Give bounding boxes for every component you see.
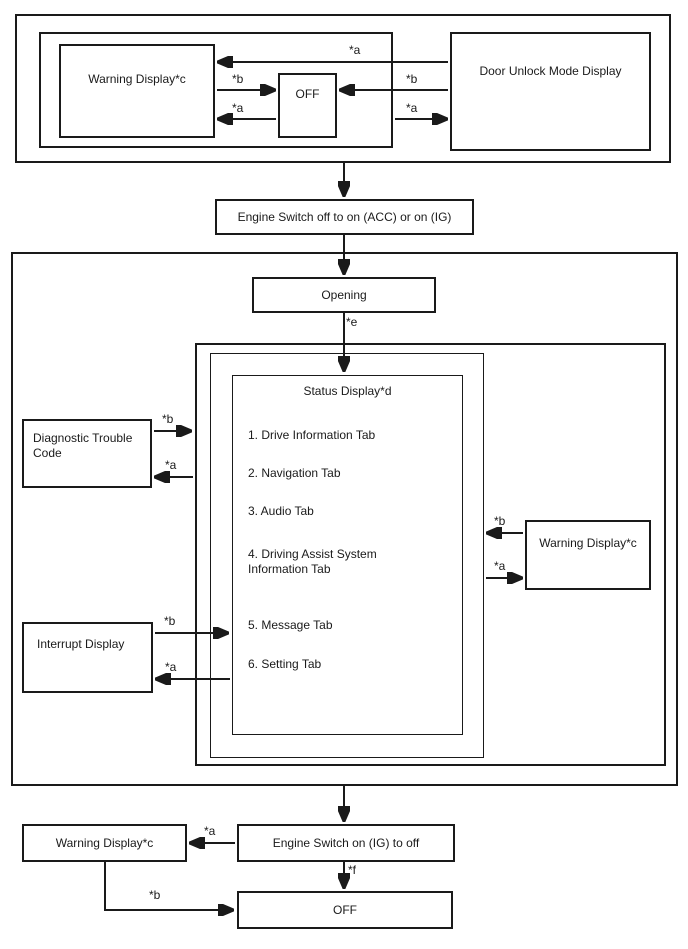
label-engine-to-off: *f [348, 863, 357, 877]
status-display-title: Status Display*d [303, 384, 392, 398]
engine-switch-on-box: Engine Switch off to on (ACC) or on (IG) [215, 199, 474, 235]
label-off-to-warning: *a [232, 101, 244, 115]
label-warning-to-off: *b [232, 72, 244, 86]
label-to-door: *a [406, 101, 418, 115]
label-dtc-to-status: *b [162, 412, 174, 426]
status-item-navigation: 2. Navigation Tab [248, 466, 341, 480]
engine-switch-off-box: Engine Switch on (IG) to off [237, 824, 455, 862]
warning-display-bottom-box: Warning Display*c [22, 824, 187, 862]
warning-display-right-box: Warning Display*c [525, 520, 651, 590]
label-warning-to-status: *b [494, 514, 506, 528]
status-item-message: 5. Message Tab [248, 618, 333, 632]
arrow-warning-to-off-bottom [104, 861, 231, 910]
interrupt-display-box: Interrupt Display [22, 622, 153, 693]
label-status-to-interrupt: *a [165, 660, 177, 674]
door-unlock-mode-box: Door Unlock Mode Display [450, 32, 651, 151]
status-item-setting: 6. Setting Tab [248, 657, 322, 671]
diagnostic-trouble-code-box: Diagnostic Trouble Code [22, 419, 152, 488]
label-status-to-warning: *a [494, 559, 506, 573]
label-interrupt-to-status: *b [164, 614, 176, 628]
label-warning-to-off-bottom: *b [149, 888, 161, 902]
off-top-box: OFF [278, 73, 337, 138]
status-outer-frame [195, 343, 666, 766]
status-inner-frame [210, 353, 484, 758]
label-door-to-warning: *a [349, 43, 361, 57]
status-item-drive-information: 1. Drive Information Tab [248, 428, 376, 442]
status-item-driving-assist: 4. Driving Assist System Information Tab [248, 547, 377, 576]
warning-display-top-box: Warning Display*c [59, 44, 215, 138]
off-bottom-box: OFF [237, 891, 453, 929]
label-opening-to-status: *e [346, 315, 358, 329]
status-item-audio: 3. Audio Tab [248, 504, 314, 518]
label-engine-to-warning: *a [204, 824, 216, 838]
opening-box: Opening [252, 277, 436, 313]
status-display-box: Status Display*d 1. Drive Information Ta… [232, 375, 463, 735]
label-status-to-dtc: *a [165, 458, 177, 472]
label-door-to-off: *b [406, 72, 418, 86]
